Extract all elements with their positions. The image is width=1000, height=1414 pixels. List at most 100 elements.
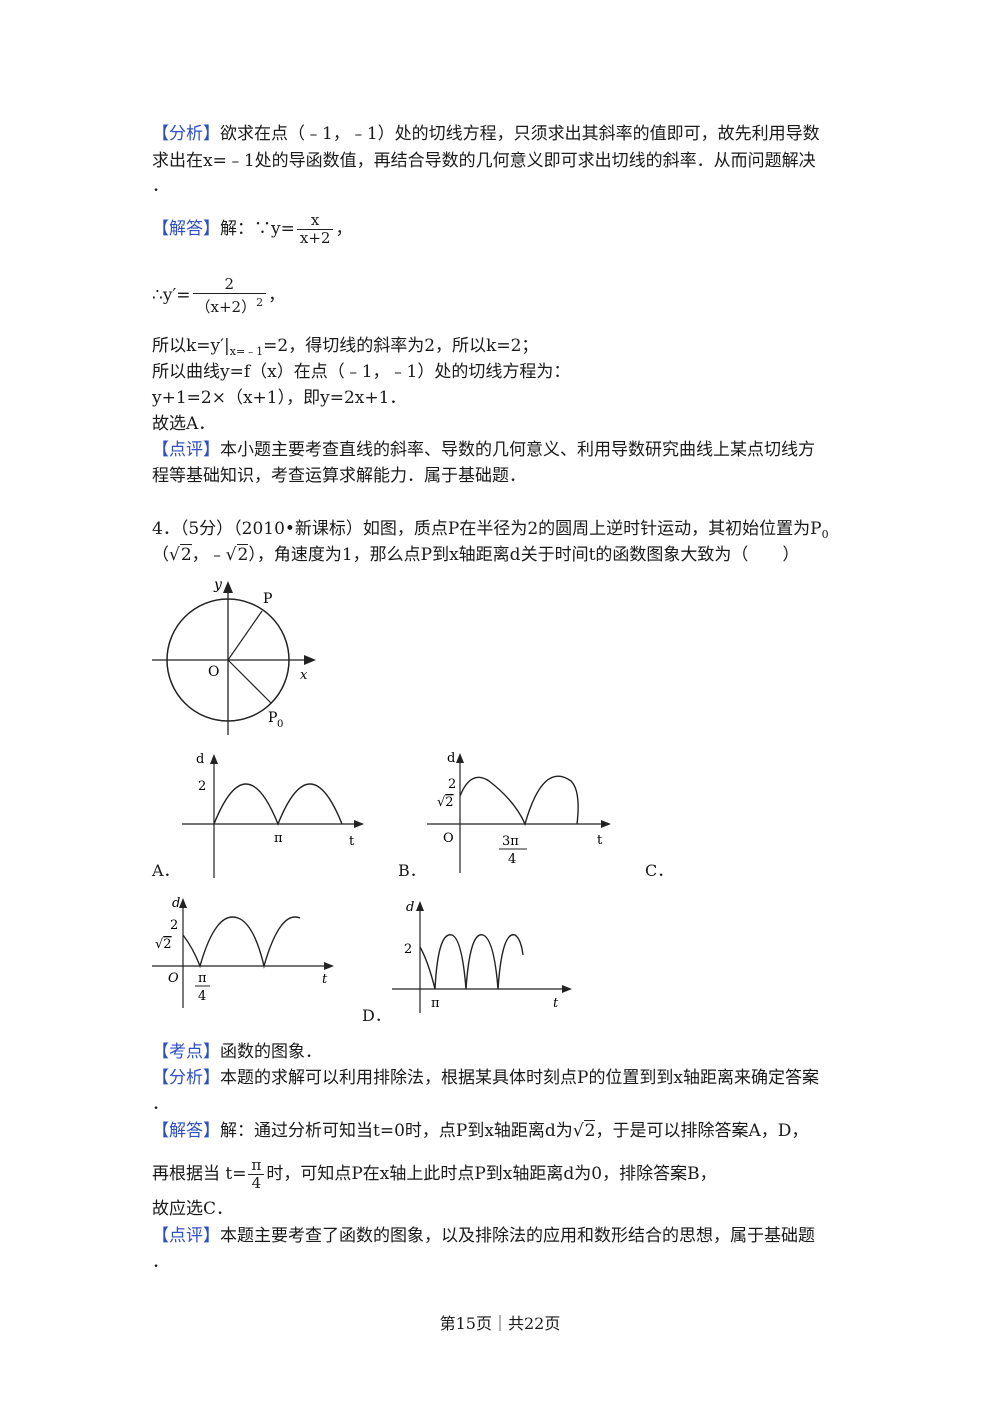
- page-footer: 第15页｜共22页: [439, 1314, 561, 1333]
- fraction-denominator: （x+2）2: [192, 293, 267, 316]
- fraction-denominator: 4: [248, 1174, 265, 1192]
- q4-stem-subscript: 0: [821, 528, 829, 541]
- analysis-tag: 【分析】: [152, 1068, 220, 1088]
- q4-answer-text-b: ，于是可以排除答案A，D，: [595, 1121, 809, 1141]
- option-b-label: B．: [398, 861, 426, 880]
- q3-slope-line: 所以k=y′|x=﹣1=2，得切线的斜率为2，所以k=2；: [152, 336, 538, 362]
- fraction-numerator: π: [251, 1156, 262, 1174]
- t-label: t: [322, 972, 328, 987]
- q4-answer-line-1: 【解答】解：通过分析可知当t=0时，点P到x轴距离d为√2，于是可以排除答案A，…: [152, 1120, 809, 1141]
- q3-answer-pre: 解：∵y=: [220, 219, 295, 239]
- q4-answer2-text-b: 时，可知点P在x轴上此时点P到x轴距离d为0，排除答案B，: [266, 1164, 717, 1184]
- comment-tag: 【点评】: [152, 1226, 220, 1246]
- arrow-icon: [210, 754, 218, 764]
- option-d-label: D．: [362, 1006, 391, 1025]
- slope-text-a: 所以k=y′|: [152, 336, 230, 356]
- sqrt-radicand: 2: [236, 544, 249, 565]
- x-label: x: [300, 668, 308, 683]
- pi-label: π: [274, 831, 283, 846]
- sqrt2-label: √2: [437, 795, 454, 810]
- q4-analysis-line-1: 【分析】本题的求解可以利用排除法，根据某具体时刻点P的位置到到x轴距离来确定答案: [152, 1068, 819, 1088]
- q3-analysis-text-3: ．: [152, 176, 169, 196]
- q4-answer-text-a: 解：通过分析可知当t=0时，点P到x轴距离d为: [220, 1121, 573, 1141]
- q3-deriv-pre: ∴y′=: [152, 285, 191, 306]
- q4-kaodian-text: 函数的图象．: [220, 1042, 322, 1062]
- four-label: 4: [508, 852, 516, 867]
- q4-stem-text-c: ），角速度为1，那么点P到x轴距离d关于时间t的函数图象大致为（ ）: [248, 545, 800, 565]
- arrow-icon: [324, 962, 334, 970]
- q4-answer2-text-a: 再根据当 t=: [152, 1164, 247, 1184]
- sqrt-radicand: 2: [583, 1120, 596, 1141]
- radius-op: [227, 610, 263, 661]
- sqrt-radicand: 2: [179, 544, 192, 565]
- graph-d-curve: [419, 934, 524, 990]
- q3-comment-text-2: 程等基础知识，考查运算求解能力．属于基础题．: [152, 466, 526, 486]
- q4-analysis-text-2: ．: [152, 1094, 169, 1114]
- q4-stem-line-1: 4．（5分）（2010•新课标）如图，质点P在半径为2的圆周上逆时针运动，其初始…: [152, 519, 829, 545]
- t-label: t: [553, 996, 559, 1011]
- two-label: 2: [404, 942, 412, 957]
- sqrt-radicand: 2: [163, 937, 171, 952]
- o-label: O: [208, 664, 219, 680]
- q3-choose-line: 故选A．: [152, 414, 216, 434]
- q4-comment-line-1: 【点评】本题主要考查了函数的图象，以及排除法的应用和数形结合的思想，属于基础题: [152, 1226, 815, 1246]
- d-label: d: [406, 900, 414, 915]
- fraction-numerator: 2: [224, 275, 235, 293]
- q3-curve-line: 所以曲线y=f（x）在点（﹣1，﹣1）处的切线方程为：: [152, 362, 571, 382]
- arrow-icon: [456, 753, 464, 763]
- answer-tag: 【解答】: [152, 219, 220, 239]
- q3-derivative-line: ∴y′= 2（x+2）2，: [152, 276, 285, 316]
- circle-figure: y P O x P 0: [152, 577, 316, 735]
- comment-tag: 【点评】: [152, 440, 220, 460]
- arrow-icon: [179, 898, 187, 908]
- graph-c: d 2 √2 O π 4 t: [152, 896, 334, 1008]
- slope-text-b: =2，得切线的斜率为2，所以k=2；: [263, 336, 539, 356]
- p0-subscript: 0: [277, 719, 283, 730]
- analysis-tag: 【分析】: [152, 124, 220, 144]
- fraction-denominator: x+2: [296, 229, 334, 247]
- q3-comment-text-1: 本小题主要考查直线的斜率、导数的几何意义、利用导数研究曲线上某点切线方: [220, 440, 815, 460]
- graph-a: d 2 π t: [182, 752, 364, 878]
- option-c-label: C．: [645, 861, 674, 880]
- answer-tag: 【解答】: [152, 1121, 220, 1141]
- d-label: d: [172, 896, 180, 911]
- d-label: d: [196, 752, 204, 767]
- q3-answer-post: ，: [335, 219, 353, 239]
- q3-equation-line: y+1=2×（x+1），即y=2x+1．: [152, 388, 407, 408]
- three-pi-label: 3π: [502, 834, 519, 849]
- p0-label: P: [268, 710, 277, 726]
- q4-comment-text-2: ．: [152, 1252, 169, 1272]
- kaodian-tag: 【考点】: [152, 1042, 220, 1062]
- q3-analysis-text-1: 欲求在点（﹣1，﹣1）处的切线方程，只须求出其斜率的值即可，故先利用导数: [220, 124, 820, 144]
- t-label: t: [349, 834, 355, 849]
- fraction-numerator: x: [310, 211, 320, 229]
- arrow-icon: [416, 901, 424, 911]
- deriv-denominator-exponent: 2: [256, 296, 264, 309]
- four-label: 4: [198, 989, 206, 1004]
- q4-stem-text-b: ，﹣: [191, 545, 226, 565]
- q4-stem-line-2: （√2，﹣√2），角速度为1，那么点P到x轴距离d关于时间t的函数图象大致为（ …: [152, 544, 800, 565]
- q4-kaodian-line: 【考点】函数的图象．: [152, 1042, 322, 1062]
- pi-label: π: [198, 971, 207, 986]
- graph-c-curve: [182, 916, 301, 969]
- graph-b: d 2 √2 O 3π 4 t: [427, 751, 611, 873]
- sqrt-radicand: 2: [445, 795, 453, 810]
- q3-deriv-post: ，: [268, 285, 286, 306]
- x-axis-arrow-icon: [304, 655, 316, 665]
- radius-op0: [227, 659, 272, 704]
- slope-subscript: x=﹣1: [229, 345, 264, 358]
- arrow-icon: [354, 820, 364, 828]
- o-label: O: [443, 831, 454, 846]
- q3-analysis-line-1: 【分析】欲求在点（﹣1，﹣1）处的切线方程，只须求出其斜率的值即可，故先利用导数: [152, 124, 820, 144]
- q4-comment-text-1: 本题主要考查了函数的图象，以及排除法的应用和数形结合的思想，属于基础题: [220, 1226, 815, 1246]
- arrow-icon: [601, 820, 611, 828]
- option-a-label: A．: [152, 861, 180, 880]
- q4-analysis-text-1: 本题的求解可以利用排除法，根据某具体时刻点P的位置到到x轴距离来确定答案: [220, 1068, 820, 1088]
- sqrt2-label: √2: [155, 937, 172, 952]
- arrow-icon: [562, 985, 572, 993]
- q4-stem-text-1: 4．（5分）（2010•新课标）如图，质点P在半径为2的圆周上逆时针运动，其初始…: [152, 519, 822, 539]
- graph-b-curve: [459, 775, 579, 827]
